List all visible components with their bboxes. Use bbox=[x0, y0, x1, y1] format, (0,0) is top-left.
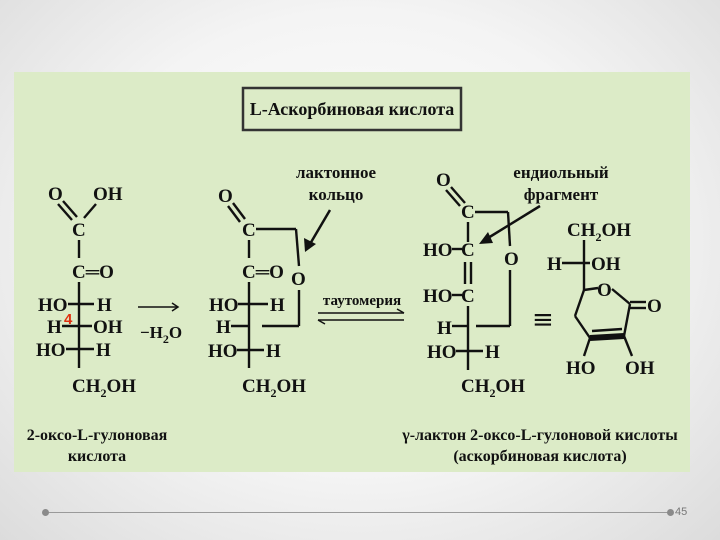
svg-text:C: C bbox=[72, 220, 86, 241]
svg-text:кислота: кислота bbox=[68, 448, 126, 465]
svg-text:H: H bbox=[47, 317, 62, 338]
svg-text:(аскорбиновая кислота): (аскорбиновая кислота) bbox=[453, 448, 626, 465]
diagram-title: L-Аскорбиновая кислота bbox=[250, 99, 455, 119]
svg-text:CH2OH: CH2OH bbox=[242, 376, 306, 400]
svg-text:HO: HO bbox=[423, 286, 453, 307]
step-number: 4 bbox=[64, 311, 73, 328]
svg-text:C: C bbox=[461, 286, 475, 307]
equivalence-sign: ≡ bbox=[532, 305, 554, 335]
svg-text:H: H bbox=[485, 342, 500, 363]
svg-text:лактонное: лактонное bbox=[296, 163, 377, 182]
svg-text:C: C bbox=[461, 240, 475, 261]
svg-text:O: O bbox=[647, 296, 662, 317]
svg-text:H: H bbox=[216, 317, 231, 338]
svg-text:H: H bbox=[437, 318, 452, 339]
svg-text:OH: OH bbox=[591, 254, 621, 275]
page-number: 45 bbox=[675, 506, 688, 518]
svg-text:H: H bbox=[266, 341, 281, 362]
svg-text:HO: HO bbox=[36, 340, 66, 361]
svg-text:O: O bbox=[436, 170, 451, 191]
svg-text:OH: OH bbox=[93, 184, 123, 205]
footer-dot-right bbox=[667, 509, 674, 516]
svg-text:H: H bbox=[97, 295, 112, 316]
svg-text:C═O: C═O bbox=[72, 262, 114, 283]
svg-text:ендиольный: ендиольный bbox=[513, 163, 609, 182]
svg-text:CH2OH: CH2OH bbox=[461, 376, 525, 400]
enediol-label: ендиольный фрагмент bbox=[479, 163, 609, 244]
svg-text:H: H bbox=[270, 295, 285, 316]
svg-text:C: C bbox=[461, 202, 475, 223]
dehydration-arrow: −H2O bbox=[138, 302, 182, 346]
svg-text:H: H bbox=[96, 340, 111, 361]
svg-text:γ-лактон 2-оксо-L-гулоновой ки: γ-лактон 2-оксо-L-гулоновой кислоты bbox=[401, 427, 678, 444]
svg-text:O: O bbox=[48, 184, 63, 205]
svg-text:кольцо: кольцо bbox=[309, 185, 364, 204]
svg-text:HO: HO bbox=[208, 341, 238, 362]
svg-text:HO: HO bbox=[566, 358, 596, 379]
svg-text:OH: OH bbox=[625, 358, 655, 379]
structure-ascorbic-fischer: O C O HO C HO C H HO H CH2OH bbox=[423, 170, 525, 400]
svg-text:O: O bbox=[504, 249, 519, 270]
tautomerism-equilibrium: таутомерия bbox=[317, 293, 405, 325]
lactone-ring-label: лактонное кольцо bbox=[296, 163, 377, 252]
svg-text:HO: HO bbox=[38, 295, 68, 316]
title-box bbox=[241, 86, 463, 132]
svg-text:фрагмент: фрагмент bbox=[524, 185, 599, 204]
structure-gulonic-acid: O OH C C═O HO H H OH HO H CH2OH bbox=[36, 184, 136, 400]
caption-left: 2-оксо-L-гулоновая кислота bbox=[27, 427, 168, 465]
footer-line bbox=[44, 512, 672, 513]
footer-dot-left bbox=[42, 509, 49, 516]
svg-text:CH2OH: CH2OH bbox=[72, 376, 136, 400]
svg-text:OH: OH bbox=[93, 317, 123, 338]
svg-text:O: O bbox=[218, 186, 233, 207]
svg-text:HO: HO bbox=[427, 342, 457, 363]
diagram-panel bbox=[14, 72, 690, 472]
svg-text:таутомерия: таутомерия bbox=[323, 293, 401, 309]
svg-text:C: C bbox=[242, 220, 256, 241]
svg-text:HO: HO bbox=[423, 240, 453, 261]
svg-text:HO: HO bbox=[209, 295, 239, 316]
structure-lactone-forming: O C C═O O HO H H HO H CH2OH bbox=[208, 186, 306, 400]
svg-text:CH2OH: CH2OH bbox=[567, 220, 631, 244]
svg-text:−H2O: −H2O bbox=[140, 323, 182, 346]
svg-text:O: O bbox=[291, 269, 306, 290]
svg-text:O: O bbox=[597, 280, 612, 301]
svg-text:H: H bbox=[547, 254, 562, 275]
caption-right: γ-лактон 2-оксо-L-гулоновой кислоты (аск… bbox=[401, 427, 678, 465]
svg-text:C═O: C═O bbox=[242, 262, 284, 283]
svg-text:2-оксо-L-гулоновая: 2-оксо-L-гулоновая bbox=[27, 427, 168, 444]
structure-ascorbic-ring: CH2OH H OH O O HO OH bbox=[547, 220, 662, 379]
